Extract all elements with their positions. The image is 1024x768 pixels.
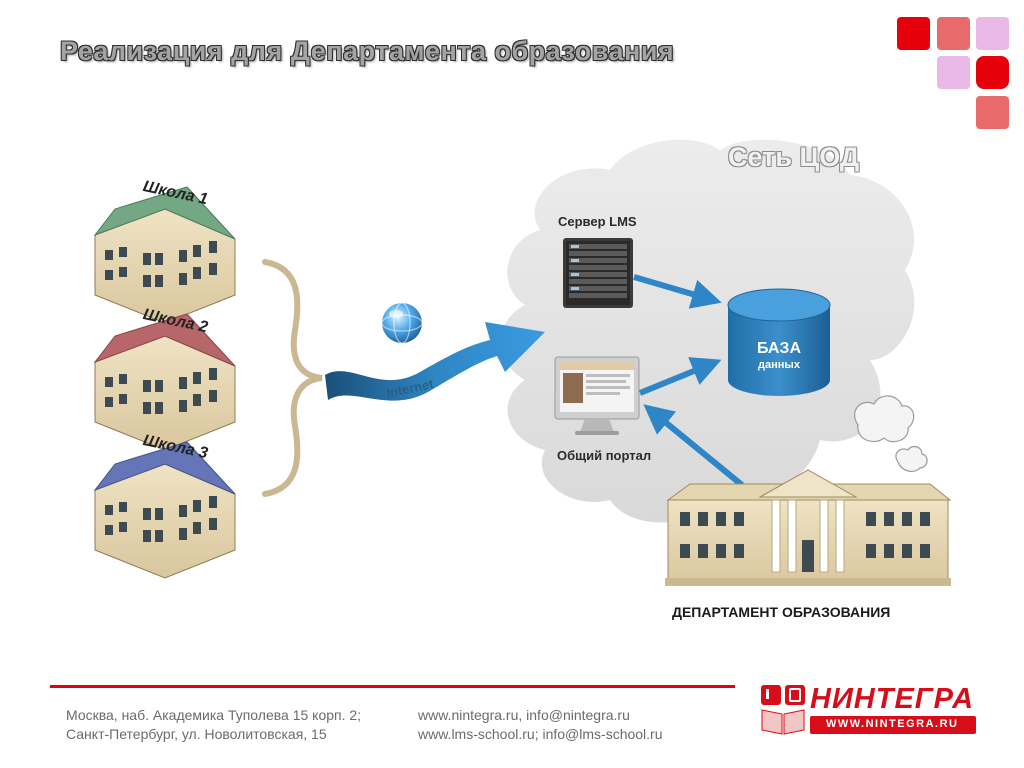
footer-address: Москва, наб. Академика Туполева 15 корп.… bbox=[66, 706, 361, 744]
globe-icon bbox=[382, 303, 422, 343]
logo-wordmark: НИНТЕГРА bbox=[810, 683, 974, 716]
contacts-line-lms[interactable]: www.lms-school.ru; info@lms-school.ru bbox=[418, 725, 663, 744]
server-label: Сервер LMS bbox=[558, 214, 637, 229]
footer-divider bbox=[50, 685, 735, 688]
database-subtitle: данных bbox=[728, 359, 830, 371]
school-building-3 bbox=[95, 442, 235, 578]
database-title: БАЗА bbox=[728, 340, 830, 358]
cloud-title: Сеть ЦОД bbox=[728, 142, 859, 173]
contacts-line-nintegra[interactable]: www.nintegra.ru, info@nintegra.ru bbox=[418, 706, 663, 725]
address-line-spb: Санкт-Петербург, ул. Новолитовская, 15 bbox=[66, 725, 361, 744]
logo-book-icon bbox=[760, 684, 808, 736]
schools-bracket bbox=[265, 262, 322, 494]
smoke-puffs-decoration bbox=[855, 396, 928, 471]
portal-label: Общий портал bbox=[557, 448, 651, 463]
school-building-1 bbox=[95, 187, 235, 323]
server-rack-icon bbox=[563, 238, 633, 308]
department-label: ДЕПАРТАМЕНТ ОБРАЗОВАНИЯ bbox=[672, 604, 890, 620]
address-line-moscow: Москва, наб. Академика Туполева 15 корп.… bbox=[66, 706, 361, 725]
department-building bbox=[665, 470, 951, 586]
internet-ribbon bbox=[325, 322, 545, 401]
datacenter-cloud bbox=[501, 140, 915, 523]
footer-contacts: www.nintegra.ru, info@nintegra.ru www.lm… bbox=[418, 706, 663, 744]
logo-url: WWW.NINTEGRA.RU bbox=[826, 718, 958, 730]
school-building-2 bbox=[95, 314, 235, 450]
